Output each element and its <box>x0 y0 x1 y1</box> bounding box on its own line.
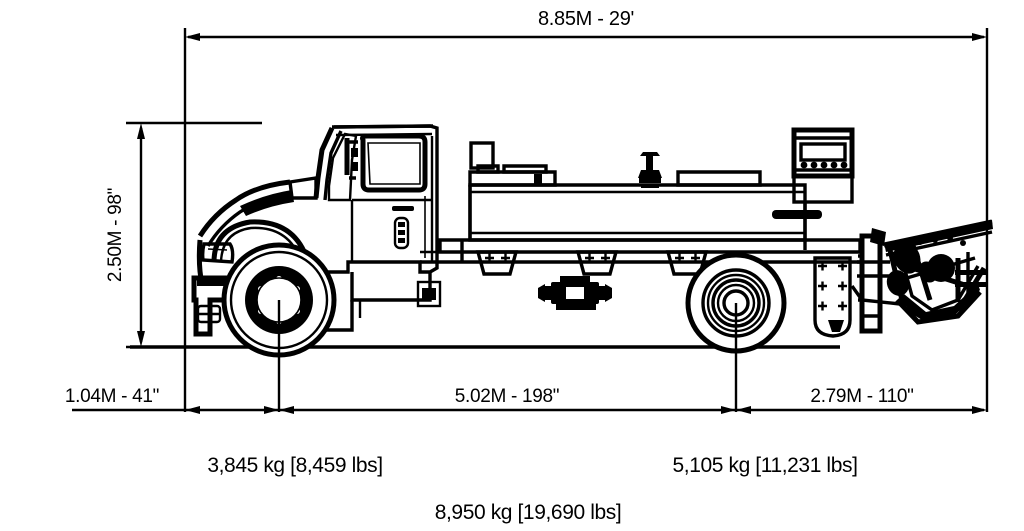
door-seam <box>350 198 432 262</box>
arrowhead-left-overall <box>185 33 200 41</box>
spreader-linkage-block <box>918 261 938 283</box>
control-knob-3[interactable] <box>820 161 828 169</box>
rear-overhang-label: 2.79M - 110" <box>810 386 913 407</box>
overall-height-label: 2.50M - 98" <box>105 188 126 282</box>
arrowhead-bottom-height <box>137 331 145 347</box>
rear-wheel-assembly <box>685 252 787 412</box>
mud-flap-assembly <box>813 256 852 338</box>
pump-top-bracket <box>560 276 590 283</box>
headlight-inner-line <box>207 248 228 251</box>
valve-stem <box>646 155 653 171</box>
grab-handle-seg-2 <box>398 230 405 235</box>
pump-inlet <box>538 284 545 302</box>
hood-accent-stripe <box>240 190 294 216</box>
pump-flange-left <box>543 286 553 300</box>
valve-flange-2 <box>641 184 659 188</box>
tank-standpipe <box>469 141 495 170</box>
spreader-motor-left <box>893 242 921 274</box>
spreader-chute-apron <box>895 290 982 325</box>
rear-axle-weight-label: 5,105 kg [11,231 lbs] <box>672 454 857 477</box>
spreader-bolt-2 <box>932 237 938 243</box>
windshield <box>327 132 358 202</box>
tank-fill-port-2 <box>502 164 548 174</box>
spreader-pivot-block <box>870 228 886 246</box>
tank-vent-block <box>534 174 542 186</box>
pump-flange-right <box>598 286 608 300</box>
grab-handle-outline <box>393 216 410 250</box>
pump-assembly <box>538 276 612 310</box>
control-knob-2[interactable] <box>810 161 818 169</box>
mirror-head-upper <box>351 148 358 157</box>
control-knob-5[interactable] <box>840 161 848 169</box>
door-window <box>360 133 428 193</box>
control-panel-knobs[interactable] <box>800 161 848 169</box>
headlight <box>200 242 235 264</box>
spreader-assembly <box>850 219 993 334</box>
control-panel-base-box <box>792 174 854 204</box>
wheelbase-label: 5.02M - 198" <box>455 386 560 407</box>
pump-mount-plate <box>556 304 596 310</box>
cab-outline <box>289 124 439 274</box>
control-knob-4[interactable] <box>830 161 838 169</box>
pump-housing-window <box>566 287 584 299</box>
spreader-bolt-1 <box>917 239 923 245</box>
grab-handle-seg-1 <box>398 222 405 227</box>
control-knob-1[interactable] <box>800 161 808 169</box>
front-axle-weight-label: 3,845 kg [8,459 lbs] <box>207 454 382 477</box>
mirror-brackets <box>349 140 358 180</box>
saddle-bolt-marks <box>485 253 700 263</box>
total-weight-label: 8,950 kg [19,690 lbs] <box>435 501 622 524</box>
arrowhead-rear-right <box>972 406 987 414</box>
tank-rear-cap <box>676 170 762 187</box>
door-handle <box>392 206 414 211</box>
arrowhead-wheelbase-left <box>279 406 294 414</box>
arrowhead-a1 <box>185 406 200 414</box>
valve-flange-1 <box>639 178 661 183</box>
cab-lower-skirt <box>350 272 432 302</box>
arrowhead-a2 <box>264 406 279 414</box>
front-overhang-label: 1.04M - 41" <box>65 386 159 407</box>
mud-flap <box>813 256 852 338</box>
spreader-bolt-3 <box>947 235 953 241</box>
bumper-slot-1 <box>197 280 229 286</box>
arrowhead-right-overall <box>972 33 987 41</box>
arrowhead-wheelbase-right <box>721 406 736 414</box>
valve-cap <box>640 152 660 156</box>
cab-roof-line <box>333 124 434 129</box>
overall-length-dimension-group: 8.85M - 29' <box>183 8 989 412</box>
hood-upper-curve <box>197 179 291 238</box>
valve-body-upper <box>638 170 662 178</box>
pump-valve-top <box>638 152 662 188</box>
saddle-bracket-2 <box>575 250 619 276</box>
bottom-dimension-chain: 1.04M - 41" 5.02M - 198" 2.79M - 110" <box>65 386 987 414</box>
control-panel-assembly <box>791 127 855 250</box>
mirror-head-lower <box>351 162 358 171</box>
spreader-bolt-4 <box>960 240 966 246</box>
cab-rear-mount-block <box>422 288 436 300</box>
spreader-chute-solid <box>900 284 980 320</box>
weight-callouts: 3,845 kg [8,459 lbs] 5,105 kg [11,231 lb… <box>207 454 858 524</box>
spreader-lower-tie-rod <box>850 285 901 306</box>
grab-handle-seg-3 <box>398 238 405 243</box>
tank-front-support-post <box>460 185 472 262</box>
a-pillar-inner <box>323 130 343 201</box>
arrowhead-rear-left <box>736 406 751 414</box>
mud-flap-bolts <box>818 261 847 311</box>
cab-rear-mount-bracket <box>416 280 442 308</box>
saddle-bracket-1 <box>475 250 519 276</box>
spreader-push-arms <box>857 260 893 278</box>
arrowhead-top-height <box>137 123 145 139</box>
front-wheel-assembly <box>221 242 337 412</box>
mud-flap-weight <box>828 320 844 332</box>
spreader-hinge-pin-2 <box>955 282 987 287</box>
tank-decal-strip <box>772 210 822 219</box>
control-panel-display <box>799 142 847 162</box>
pump-outlet <box>605 284 612 302</box>
spreader-hinge-pin-1 <box>955 270 987 275</box>
overall-length-label: 8.85M - 29' <box>538 8 634 30</box>
door-window-inner <box>367 142 421 185</box>
